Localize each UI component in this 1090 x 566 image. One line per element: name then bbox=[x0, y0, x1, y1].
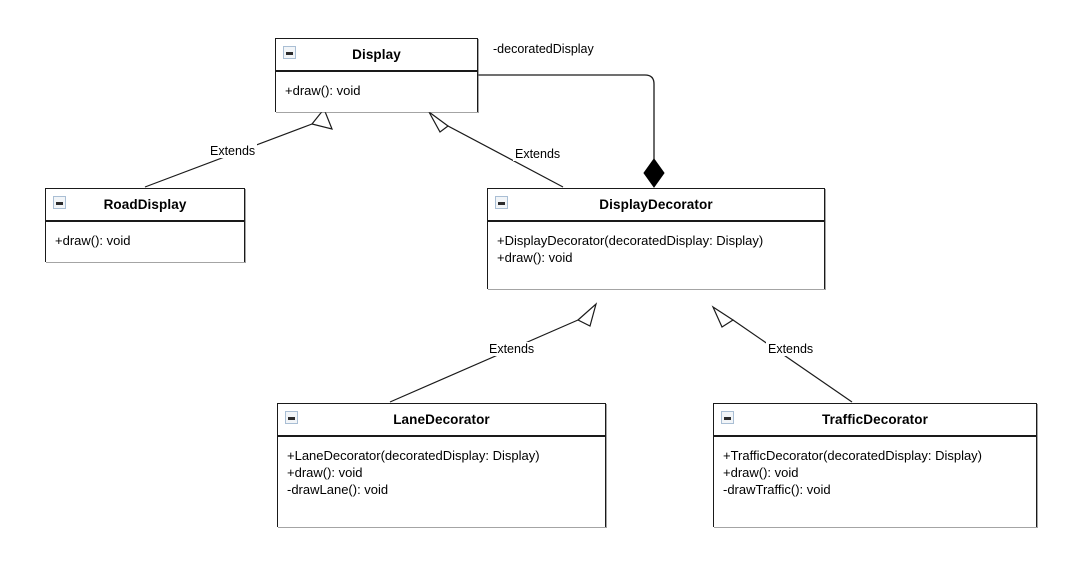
collapse-minus-icon[interactable] bbox=[721, 411, 734, 424]
class-name-lane-decorator: LaneDecorator bbox=[393, 412, 490, 427]
class-body-lane-decorator: +LaneDecorator(decoratedDisplay: Display… bbox=[278, 436, 605, 527]
class-name-road-display: RoadDisplay bbox=[103, 197, 187, 212]
class-body-display-decorator: +DisplayDecorator(decoratedDisplay: Disp… bbox=[488, 221, 824, 289]
class-box-display[interactable]: Display +draw(): void bbox=[275, 38, 478, 112]
class-box-road-display[interactable]: RoadDisplay +draw(): void bbox=[45, 188, 245, 262]
edge-decorator-composes-display[interactable] bbox=[478, 74, 665, 188]
operation-row: +LaneDecorator(decoratedDisplay: Display… bbox=[287, 448, 540, 463]
class-name-traffic-decorator: TrafficDecorator bbox=[822, 412, 928, 427]
operation-row: -drawLane(): void bbox=[287, 482, 389, 497]
edge-label-road-extends: Extends bbox=[208, 144, 258, 158]
operation-row: +draw(): void bbox=[285, 83, 361, 98]
edge-label-decorator-extends: Extends bbox=[513, 147, 563, 161]
collapse-minus-icon[interactable] bbox=[283, 46, 296, 59]
operation-row: +draw(): void bbox=[55, 233, 131, 248]
collapse-minus-icon[interactable] bbox=[495, 196, 508, 209]
operation-row: -drawTraffic(): void bbox=[723, 482, 831, 497]
class-header-display-decorator: DisplayDecorator bbox=[488, 189, 824, 221]
class-box-display-decorator[interactable]: DisplayDecorator +DisplayDecorator(decor… bbox=[487, 188, 825, 289]
operation-row: +draw(): void bbox=[723, 465, 799, 480]
class-header-display: Display bbox=[276, 39, 477, 71]
class-box-lane-decorator[interactable]: LaneDecorator +LaneDecorator(decoratedDi… bbox=[277, 403, 606, 527]
class-body-road-display: +draw(): void bbox=[46, 221, 244, 262]
edge-label-lane-extends: Extends bbox=[487, 342, 537, 356]
class-name-display: Display bbox=[352, 47, 401, 62]
edge-label-decorated-display: -decoratedDisplay bbox=[491, 42, 596, 56]
class-box-traffic-decorator[interactable]: TrafficDecorator +TrafficDecorator(decor… bbox=[713, 403, 1037, 527]
class-header-traffic-decorator: TrafficDecorator bbox=[714, 404, 1036, 436]
class-body-traffic-decorator: +TrafficDecorator(decoratedDisplay: Disp… bbox=[714, 436, 1036, 527]
collapse-minus-icon[interactable] bbox=[53, 196, 66, 209]
collapse-minus-icon[interactable] bbox=[285, 411, 298, 424]
operation-row: +draw(): void bbox=[497, 250, 573, 265]
class-header-lane-decorator: LaneDecorator bbox=[278, 404, 605, 436]
class-header-road-display: RoadDisplay bbox=[46, 189, 244, 221]
operation-row: +TrafficDecorator(decoratedDisplay: Disp… bbox=[723, 448, 983, 463]
class-body-display: +draw(): void bbox=[276, 71, 477, 112]
edge-label-traffic-extends: Extends bbox=[766, 342, 816, 356]
class-name-display-decorator: DisplayDecorator bbox=[599, 197, 713, 212]
operation-row: +DisplayDecorator(decoratedDisplay: Disp… bbox=[497, 233, 764, 248]
operation-row: +draw(): void bbox=[287, 465, 363, 480]
